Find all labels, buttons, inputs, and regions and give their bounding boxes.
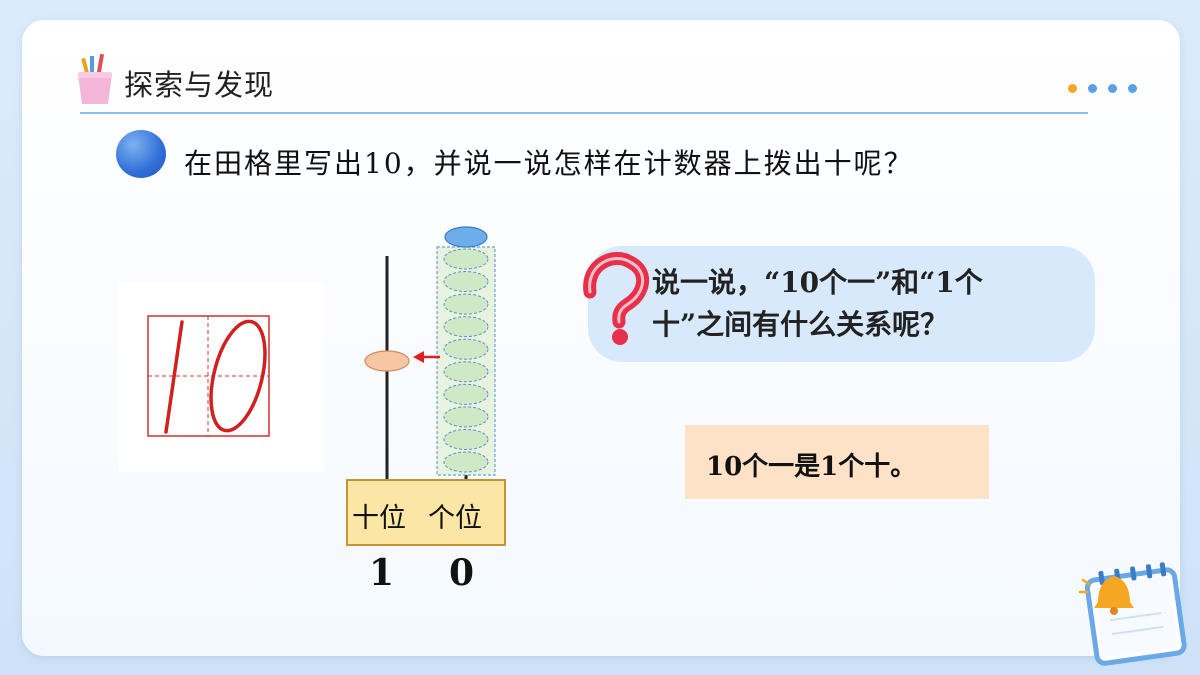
tian-grid-panel xyxy=(118,282,324,472)
tens-place-label: 十位 xyxy=(352,503,406,534)
blue-bullet-icon xyxy=(116,130,166,178)
discussion-line-1: 说一说，“10个一”和“1个 xyxy=(652,266,983,299)
title-divider xyxy=(80,112,1088,114)
decorative-dots xyxy=(1068,84,1138,94)
tens-digit: 1 xyxy=(369,552,395,594)
answer-text: 10个一是1个十。 xyxy=(706,452,917,482)
ones-place-label: 个位 xyxy=(428,503,482,534)
ones-digit: 0 xyxy=(449,552,475,594)
answer-box xyxy=(685,425,989,499)
dot-icon xyxy=(1088,84,1097,93)
discussion-text: 说一说，“10个一”和“1个 十”之间有什么关系呢？ xyxy=(652,262,1072,346)
dot-icon xyxy=(1068,84,1077,93)
discussion-bubble xyxy=(588,246,1095,362)
discussion-line-2: 十”之间有什么关系呢？ xyxy=(652,308,949,341)
dot-icon xyxy=(1128,84,1137,93)
dot-icon xyxy=(1108,84,1117,93)
section-title: 探索与发现 xyxy=(124,68,275,102)
question-text: 在田格里写出10，并说一说怎样在计数器上拨出十呢？ xyxy=(184,147,914,180)
place-value-box xyxy=(346,479,506,546)
